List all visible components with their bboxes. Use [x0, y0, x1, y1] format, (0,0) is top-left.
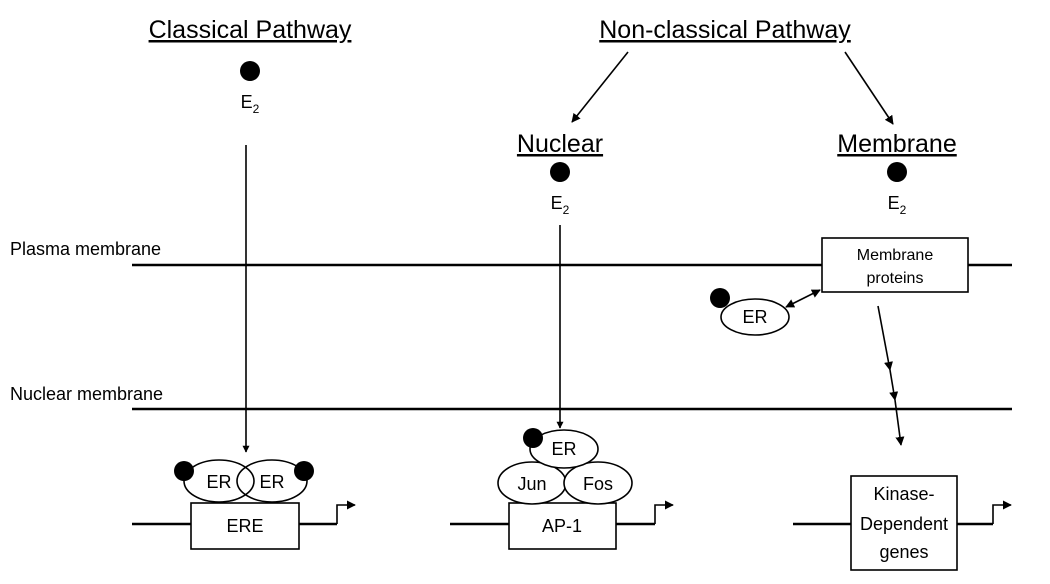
kinase-label-3: genes	[879, 542, 928, 562]
double-arrow-er-membrane-proteins	[785, 289, 821, 308]
kinase-genes-complex: Kinase- Dependent genes	[793, 475, 1012, 571]
nuclear-membrane-label: Nuclear membrane	[10, 384, 163, 404]
membrane-title: Membrane	[837, 130, 957, 158]
ere-tss-arrow	[336, 500, 356, 524]
ere-label: ERE	[226, 516, 263, 536]
membrane-proteins-label-1: Membrane	[857, 247, 934, 264]
ap1-er-label: ER	[551, 439, 576, 459]
ap1-fos-label: Fos	[583, 474, 613, 494]
ere-box	[190, 502, 300, 550]
ap1-label: AP-1	[542, 516, 582, 536]
ligand-classical: E2	[240, 61, 260, 116]
membrane-proteins-rect	[821, 237, 969, 293]
cytoplasmic-er-ellipse	[720, 298, 790, 336]
ap1-er-dot	[523, 428, 543, 448]
plasma-membrane-label: Plasma membrane	[10, 239, 161, 259]
membrane-proteins-box: Membrane proteins	[821, 237, 969, 293]
non-classical-pathway-title: Non-classical Pathway	[599, 16, 851, 44]
e2-dot-nuclear	[550, 162, 570, 182]
ere-er-left-label: ER	[206, 472, 231, 492]
ligand-membrane: E2	[887, 162, 907, 217]
ap1-box	[508, 502, 617, 550]
membrane-proteins-label-2: proteins	[867, 270, 924, 287]
ap1-tss-arrow	[654, 500, 674, 524]
e2-dot-classical	[240, 61, 260, 81]
kinase-label-2: Dependent	[860, 514, 948, 534]
arrow-membrane-seg-2	[889, 369, 899, 401]
kinase-box	[850, 475, 958, 571]
nuclear-title: Nuclear	[517, 130, 603, 158]
ap1-complex: AP-1 Jun Fos ER	[450, 428, 674, 550]
classical-pathway-title: Classical Pathway	[149, 16, 352, 44]
arrow-to-nuclear	[571, 51, 629, 123]
arrow-membrane-seg-1	[877, 305, 893, 371]
ere-er-right	[236, 459, 308, 503]
arrow-to-membrane	[844, 51, 894, 125]
e2-label-nuclear: E2	[551, 193, 570, 217]
ligand-nuclear: E2	[550, 162, 570, 217]
kinase-tss-arrow	[992, 500, 1012, 524]
arrow-membrane-seg-3	[894, 399, 905, 446]
kinase-label-1: Kinase-	[873, 484, 934, 504]
cytoplasmic-er-dot	[710, 288, 730, 308]
ere-dot-right	[294, 461, 314, 481]
cytoplasmic-er-label: ER	[742, 307, 767, 327]
e2-dot-membrane	[887, 162, 907, 182]
e2-label-classical: E2	[241, 92, 260, 116]
e2-label-membrane: E2	[888, 193, 907, 217]
ap1-jun-label: Jun	[517, 474, 546, 494]
ap1-fos-ellipse	[563, 461, 633, 505]
ere-er-right-label: ER	[259, 472, 284, 492]
ap1-er-ellipse	[529, 429, 599, 469]
ere-complex: ERE ER ER	[132, 459, 356, 550]
cytoplasmic-er-complex: ER	[710, 288, 790, 336]
ere-dot-left	[174, 461, 194, 481]
